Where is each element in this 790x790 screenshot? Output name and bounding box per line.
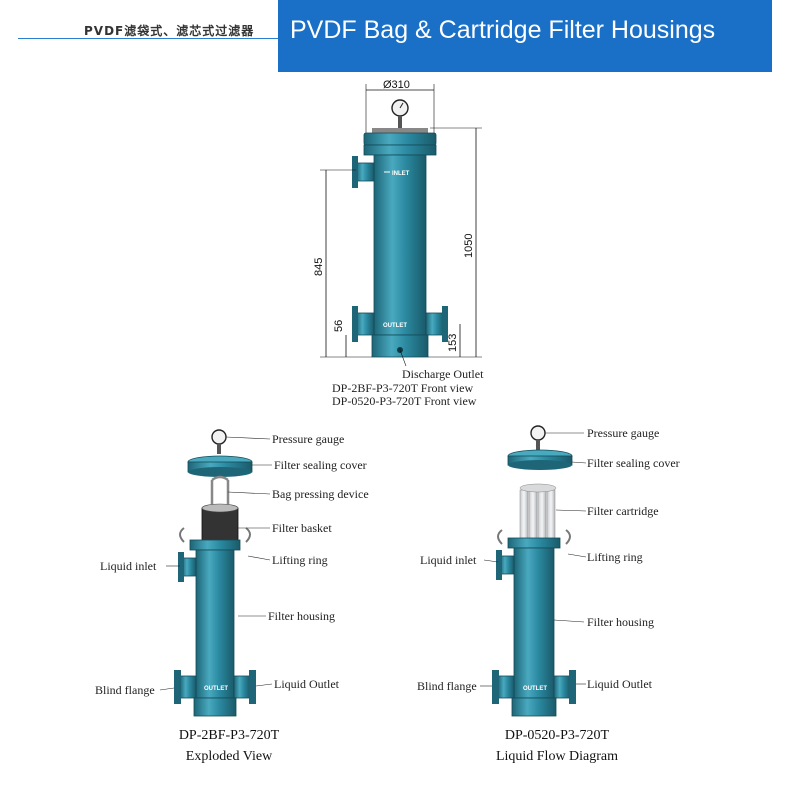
exploded-label-filter-basket: Filter basket <box>272 521 332 535</box>
flow-label-liquid-inlet: Liquid inlet <box>420 553 477 567</box>
exploded-label-filter-housing: Filter housing <box>268 609 335 623</box>
height-inlet-label: 845 <box>313 258 325 276</box>
inlet-stamp: INLET <box>392 171 410 177</box>
diameter-label: Ø310 <box>383 79 410 91</box>
header-chinese-title: PVDF滤袋式、滤芯式过滤器 <box>84 24 255 38</box>
exploded-view: OUTLET Pressure gauge Filter sealing cov… <box>95 429 369 764</box>
exploded-label-filter-sealing-cover: Filter sealing cover <box>274 458 367 472</box>
front-view: Ø310 INLET OUTLET 845 56 1050 <box>313 79 484 408</box>
flow-label-filter-sealing-cover: Filter sealing cover <box>587 456 680 470</box>
front-caption-line1: DP-2BF-P3-720T Front view <box>332 381 473 395</box>
filter-cartridge-icon <box>519 483 557 543</box>
height-bottom-label: 56 <box>333 320 345 332</box>
exploded-caption-model: DP-2BF-P3-720T <box>179 728 280 743</box>
exploded-housing-body <box>195 549 235 699</box>
flow-label-pressure-gauge: Pressure gauge <box>587 426 659 440</box>
front-caption-line2: DP-0520-P3-720T Front view <box>332 394 477 408</box>
flow-outlet-stamp: OUTLET <box>523 686 547 692</box>
exploded-gauge-icon <box>211 429 227 445</box>
page-title: PVDF Bag & Cartridge Filter Housings <box>290 16 716 44</box>
flow-gauge-icon <box>530 425 546 441</box>
flow-label-filter-housing: Filter housing <box>587 615 654 629</box>
exploded-label-pressure-gauge: Pressure gauge <box>272 432 344 446</box>
height-outlet-label: 153 <box>447 334 459 352</box>
header-rule <box>18 38 280 39</box>
exploded-label-blind-flange: Blind flange <box>95 683 155 697</box>
front-housing-body <box>373 154 427 336</box>
flow-diagram: OUTLET Pressure gauge Filter sealing cov… <box>417 425 680 764</box>
flow-label-blind-flange: Blind flange <box>417 679 477 693</box>
exploded-label-liquid-outlet: Liquid Outlet <box>274 677 340 691</box>
filter-basket-icon <box>201 507 239 545</box>
flow-caption-model: DP-0520-P3-720T <box>505 728 610 743</box>
flow-caption-view: Liquid Flow Diagram <box>496 749 618 764</box>
height-total-label: 1050 <box>463 234 475 258</box>
flow-label-liquid-outlet: Liquid Outlet <box>587 677 653 691</box>
flow-label-filter-cartridge: Filter cartridge <box>587 504 659 518</box>
discharge-outlet-label: Discharge Outlet <box>402 367 484 381</box>
flow-housing-body <box>513 547 555 699</box>
exploded-caption-view: Exploded View <box>186 749 273 764</box>
exploded-outlet-stamp: OUTLET <box>204 686 228 692</box>
exploded-label-bag-pressing-device: Bag pressing device <box>272 487 369 501</box>
flow-label-lifting-ring: Lifting ring <box>587 550 643 564</box>
exploded-label-liquid-inlet: Liquid inlet <box>100 559 157 573</box>
header-band <box>278 0 772 72</box>
outlet-stamp: OUTLET <box>383 323 407 329</box>
exploded-label-lifting-ring: Lifting ring <box>272 553 328 567</box>
